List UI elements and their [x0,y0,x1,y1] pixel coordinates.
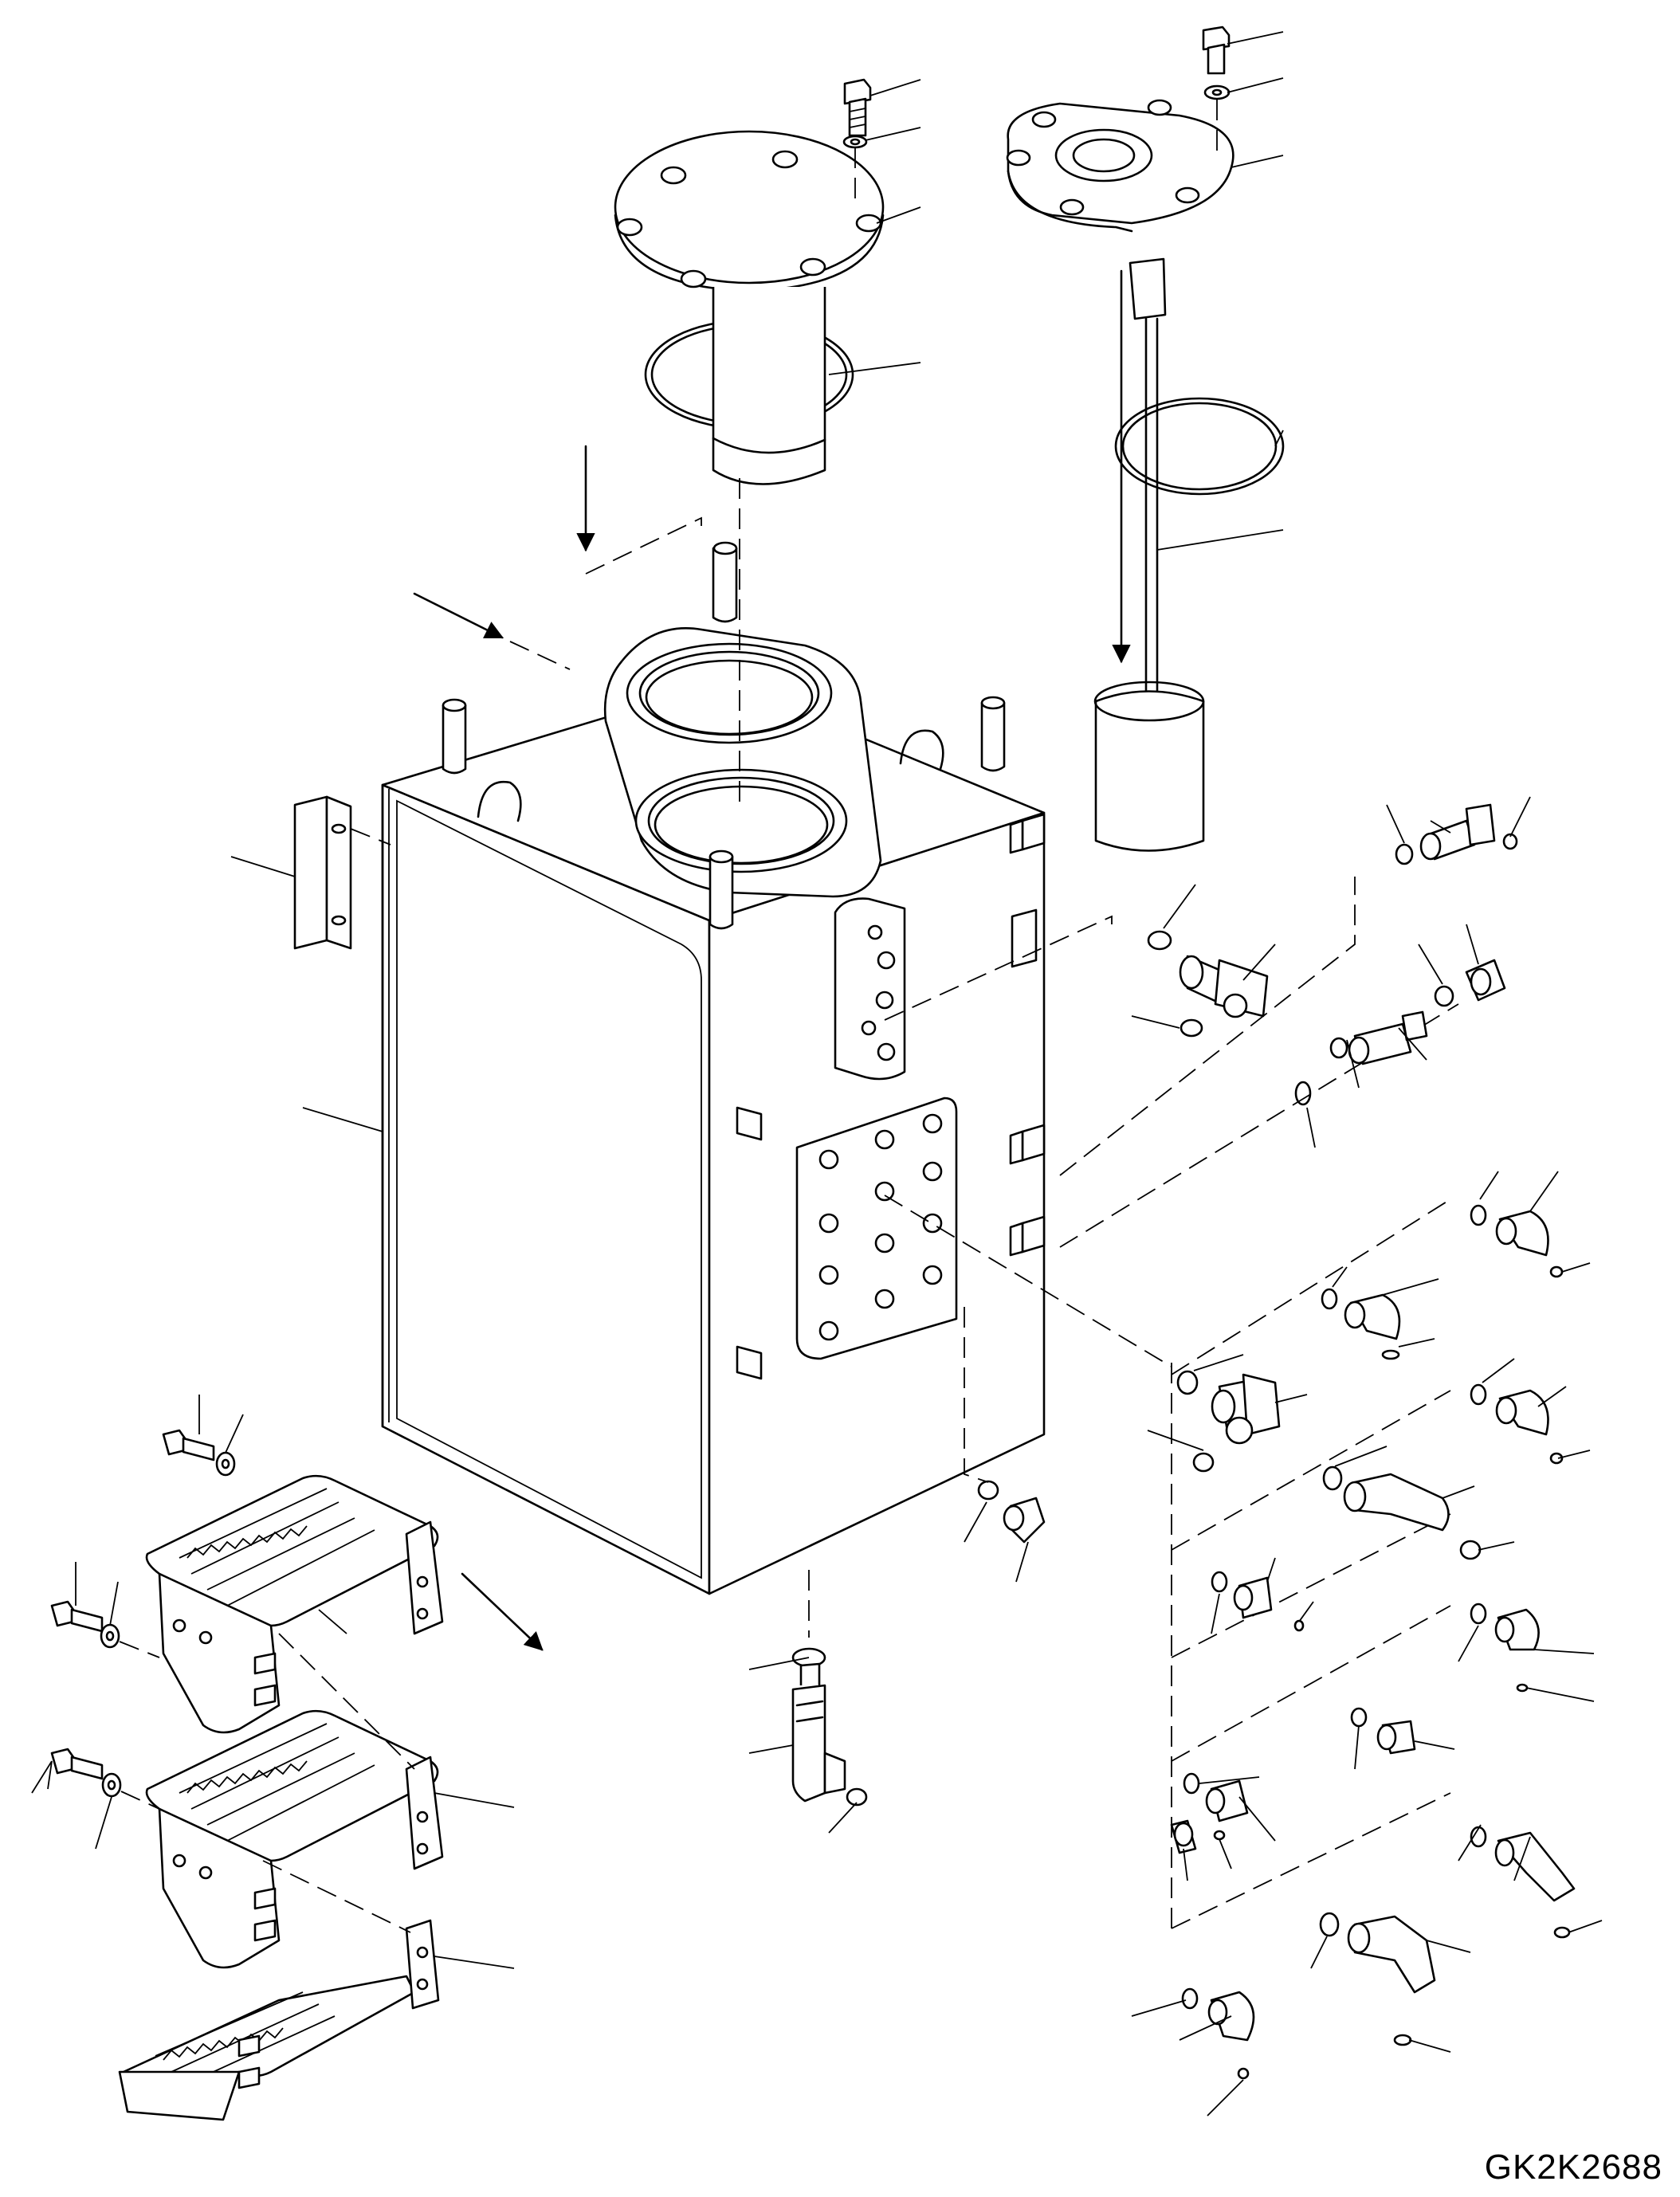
fittings [884,803,1576,2080]
valve-block-lower [795,1097,958,1360]
step-lower [118,1633,440,2121]
tank-studs [442,541,1006,930]
side-bracket [293,795,391,950]
gauge-bolt [1202,26,1231,151]
assembly-arrows [413,445,740,1651]
level-gauge-assembly [1006,99,1285,852]
strainer-cover-assembly [614,130,885,485]
step-middle [145,1709,444,1969]
step-upper [145,1474,444,1734]
callout-leader-lines [31,31,1603,2117]
valve-block-upper [834,897,906,1081]
strainer-bolt [842,78,872,207]
drawing-code: GK2K2688 [1484,2148,1662,2187]
drain-valve [791,1570,868,1807]
tank-top-flange [603,627,882,898]
step-bolts [50,1429,236,1810]
tank-side-bosses [736,813,1046,1380]
